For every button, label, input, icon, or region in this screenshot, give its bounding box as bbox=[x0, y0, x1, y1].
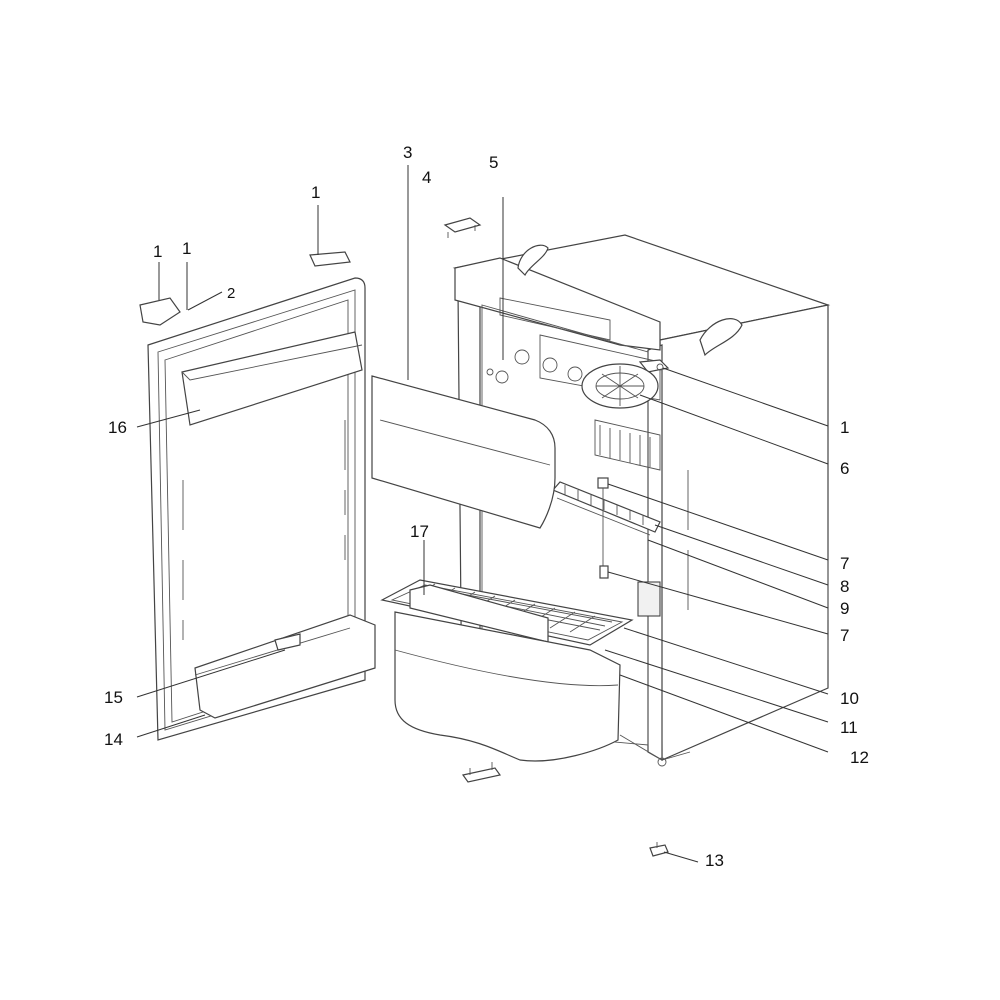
callout-5: 5 bbox=[489, 153, 498, 172]
callout-labels: 1 1 1 2 3 4 5 16 1 6 7 8 9 7 17 10 11 12… bbox=[104, 143, 869, 870]
door-hinge-cap-top bbox=[309, 251, 351, 267]
bottom-hinge-part bbox=[461, 762, 502, 783]
upper-shelf-rail bbox=[551, 481, 661, 536]
crisper-cover-bar bbox=[409, 584, 549, 643]
callout-1-cabinet-hinge: 1 bbox=[840, 418, 849, 437]
callout-9: 9 bbox=[840, 599, 849, 618]
callout-4: 4 bbox=[422, 168, 431, 187]
top-hinge-part bbox=[443, 217, 482, 238]
thermostat-sensor bbox=[597, 477, 609, 579]
callout-1-door-cap-right: 1 bbox=[182, 239, 191, 258]
rating-label bbox=[637, 581, 661, 617]
lower-door-bin bbox=[194, 614, 376, 719]
callout-8: 8 bbox=[840, 577, 849, 596]
callout-16: 16 bbox=[108, 418, 127, 437]
callout-6: 6 bbox=[840, 459, 849, 478]
top-handle-right bbox=[699, 318, 743, 357]
callout-7-bulb: 7 bbox=[840, 626, 849, 645]
callout-1-door-hinge-top: 1 bbox=[311, 183, 320, 202]
callout-1-door-cap-left: 1 bbox=[153, 242, 162, 261]
freezer-door bbox=[371, 375, 556, 529]
callout-3: 3 bbox=[403, 143, 412, 162]
door-catch bbox=[649, 842, 669, 857]
door-hinge-cap-left bbox=[139, 297, 181, 326]
callout-12: 12 bbox=[850, 748, 869, 767]
leader-lines bbox=[136, 165, 829, 863]
callout-2: 2 bbox=[227, 285, 235, 302]
cabinet-hinge bbox=[638, 359, 670, 373]
evaporator-fan bbox=[581, 363, 659, 409]
top-handle-left bbox=[517, 244, 549, 277]
crisper-bin bbox=[394, 611, 621, 762]
callout-11: 11 bbox=[840, 718, 858, 737]
upper-door-shelf bbox=[181, 331, 363, 426]
callout-14: 14 bbox=[104, 730, 123, 749]
callout-7-sensor: 7 bbox=[840, 554, 849, 573]
callout-15: 15 bbox=[104, 688, 123, 707]
callout-10: 10 bbox=[840, 689, 859, 708]
callout-17: 17 bbox=[410, 522, 429, 541]
callout-13: 13 bbox=[705, 851, 724, 870]
